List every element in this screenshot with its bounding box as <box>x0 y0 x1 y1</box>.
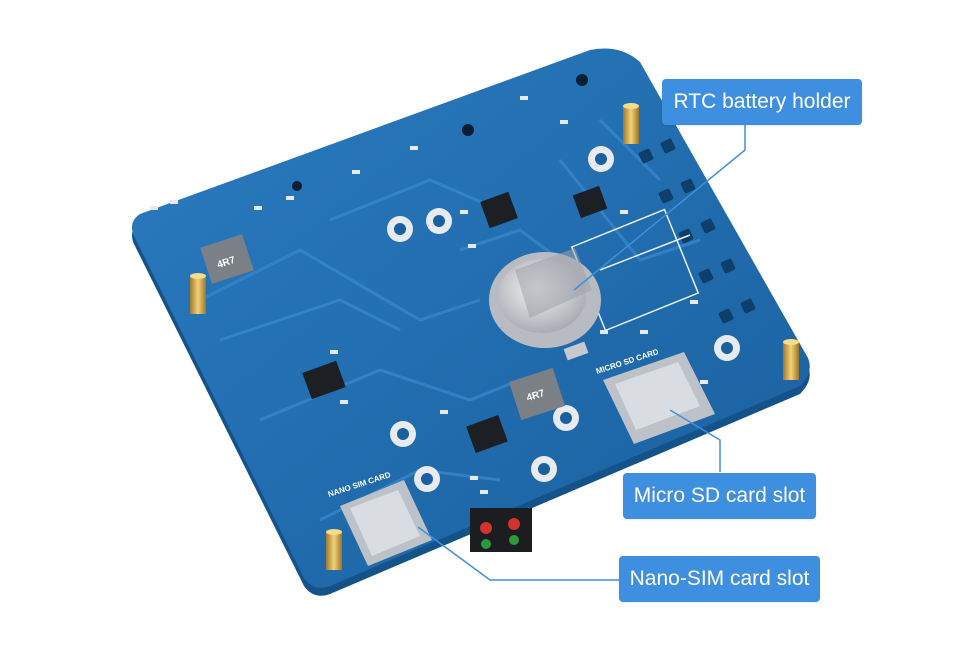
inductor-top: 4R7 <box>200 234 254 284</box>
rtc-battery-holder <box>489 248 601 361</box>
inductor-bottom: 4R7 <box>508 367 566 421</box>
vias <box>292 74 588 191</box>
pin-header <box>638 138 756 324</box>
mounting-holes <box>387 146 740 492</box>
brass-standoffs <box>190 103 799 570</box>
nano-sim-card-slot-callout: Nano-SIM card slot <box>619 556 820 602</box>
smd-components <box>150 96 708 494</box>
micro-sd-card-slot-callout: Micro SD card slot <box>623 473 816 519</box>
ic-chips <box>302 185 608 453</box>
callout-leaders <box>417 125 746 581</box>
rtc-battery-holder-callout: RTC battery holder <box>662 79 862 125</box>
led-connector <box>470 508 532 552</box>
pcb-board <box>132 48 810 588</box>
